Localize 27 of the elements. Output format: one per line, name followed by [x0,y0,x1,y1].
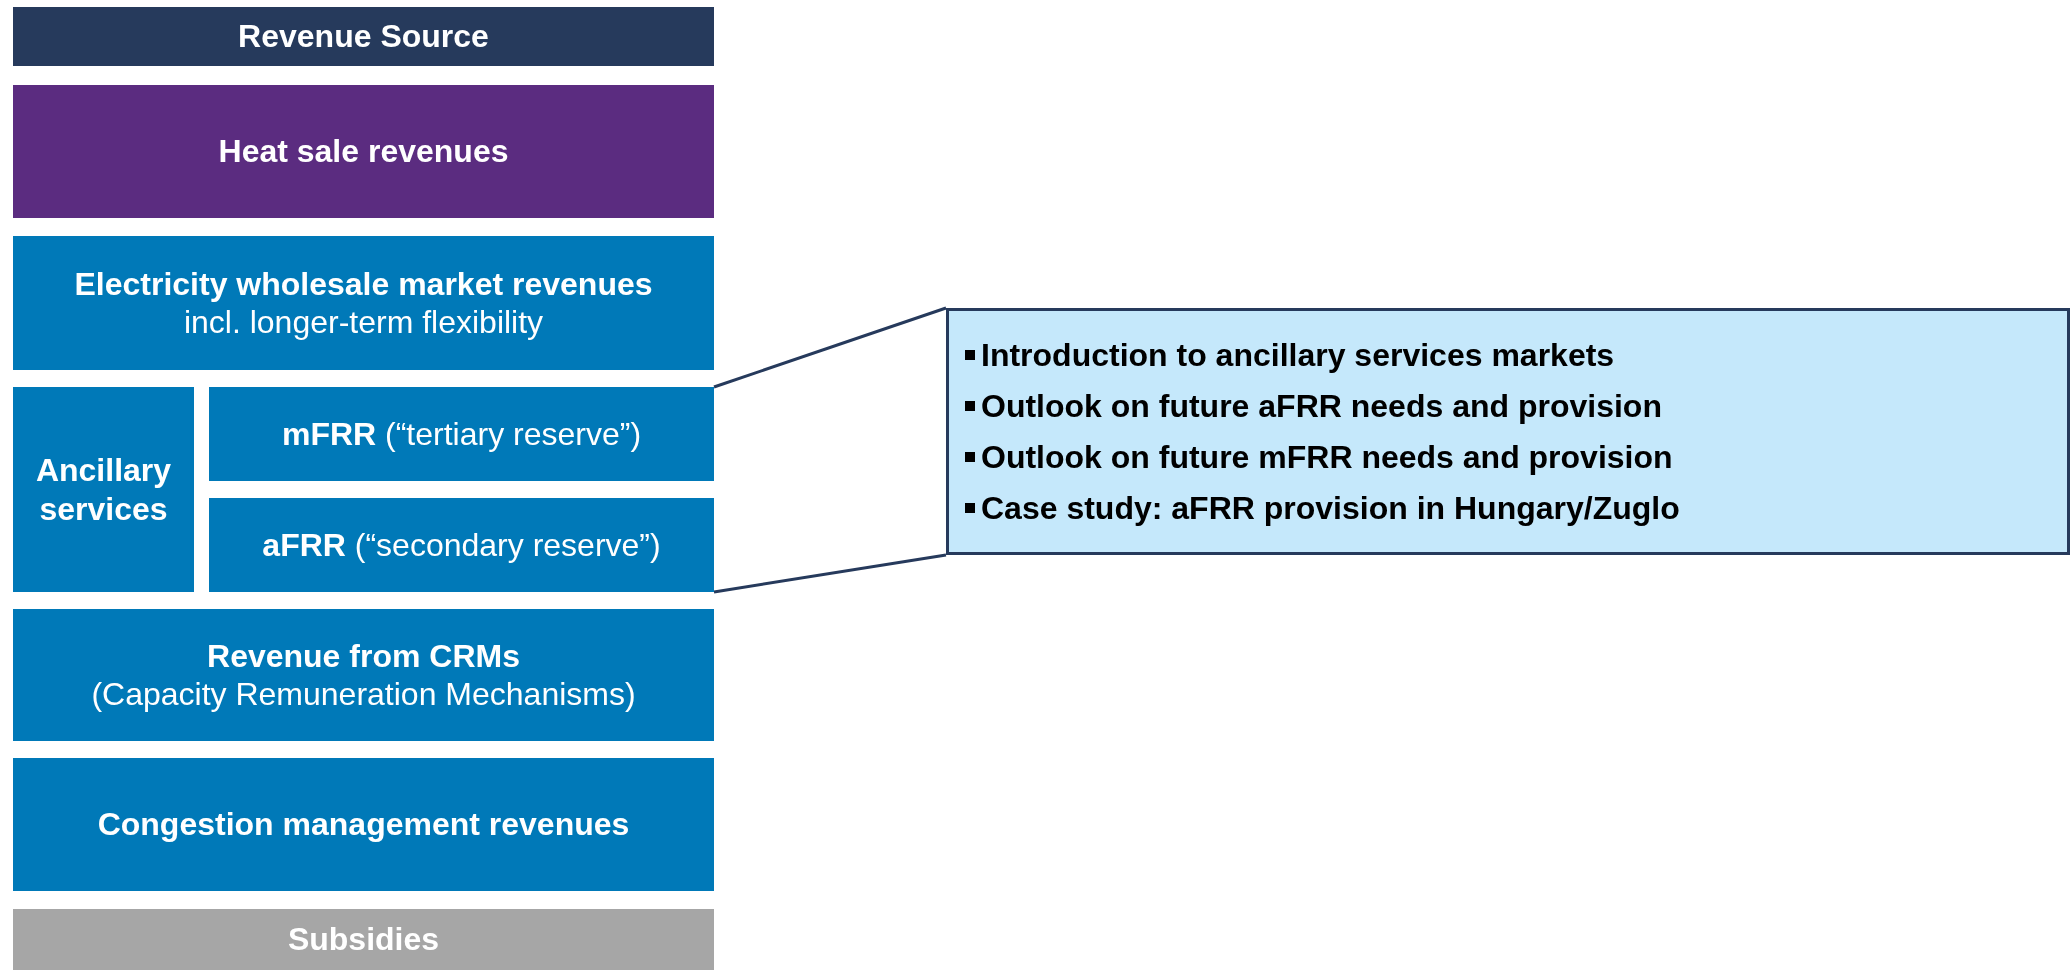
box-title: Revenue from CRMs [207,636,520,675]
bullet-text: Outlook on future mFRR needs and provision [981,438,1673,476]
box-title: Revenue Source [238,17,489,56]
revenue-box [13,85,714,218]
box-title: Subsidies [287,920,440,959]
revenue-box [13,609,714,741]
bullet-text: Case study: aFRR provision in Hungary/Zuglo [981,489,1680,527]
bullet-text: Outlook on future aFRR needs and provision [981,387,1662,425]
revenue-box [13,758,714,891]
reserve-box [209,387,714,481]
reserve-box [209,498,714,592]
box-title: Electricity wholesale market revenues [74,264,653,303]
connector-line [713,306,947,389]
bullet-text: Introduction to ancillary services markets [981,336,1615,374]
box-subtitle: incl. longer-term flexibility [183,303,544,342]
revenue-box [13,909,714,970]
box-subtitle: (Capacity Remuneration Mechanisms) [91,675,636,714]
box-title: Heat sale revenues [218,132,509,171]
connector-line [713,553,947,594]
header-bar [13,7,714,66]
topic-list-box [946,308,2070,555]
box-title: aFRR (“secondary reserve”) [262,525,661,565]
box-title: mFRR (“tertiary reserve”) [281,414,642,454]
category-box [13,387,194,592]
revenue-box [13,236,714,370]
box-title: Ancillary services [34,451,173,528]
box-title: Congestion management revenues [97,805,630,844]
